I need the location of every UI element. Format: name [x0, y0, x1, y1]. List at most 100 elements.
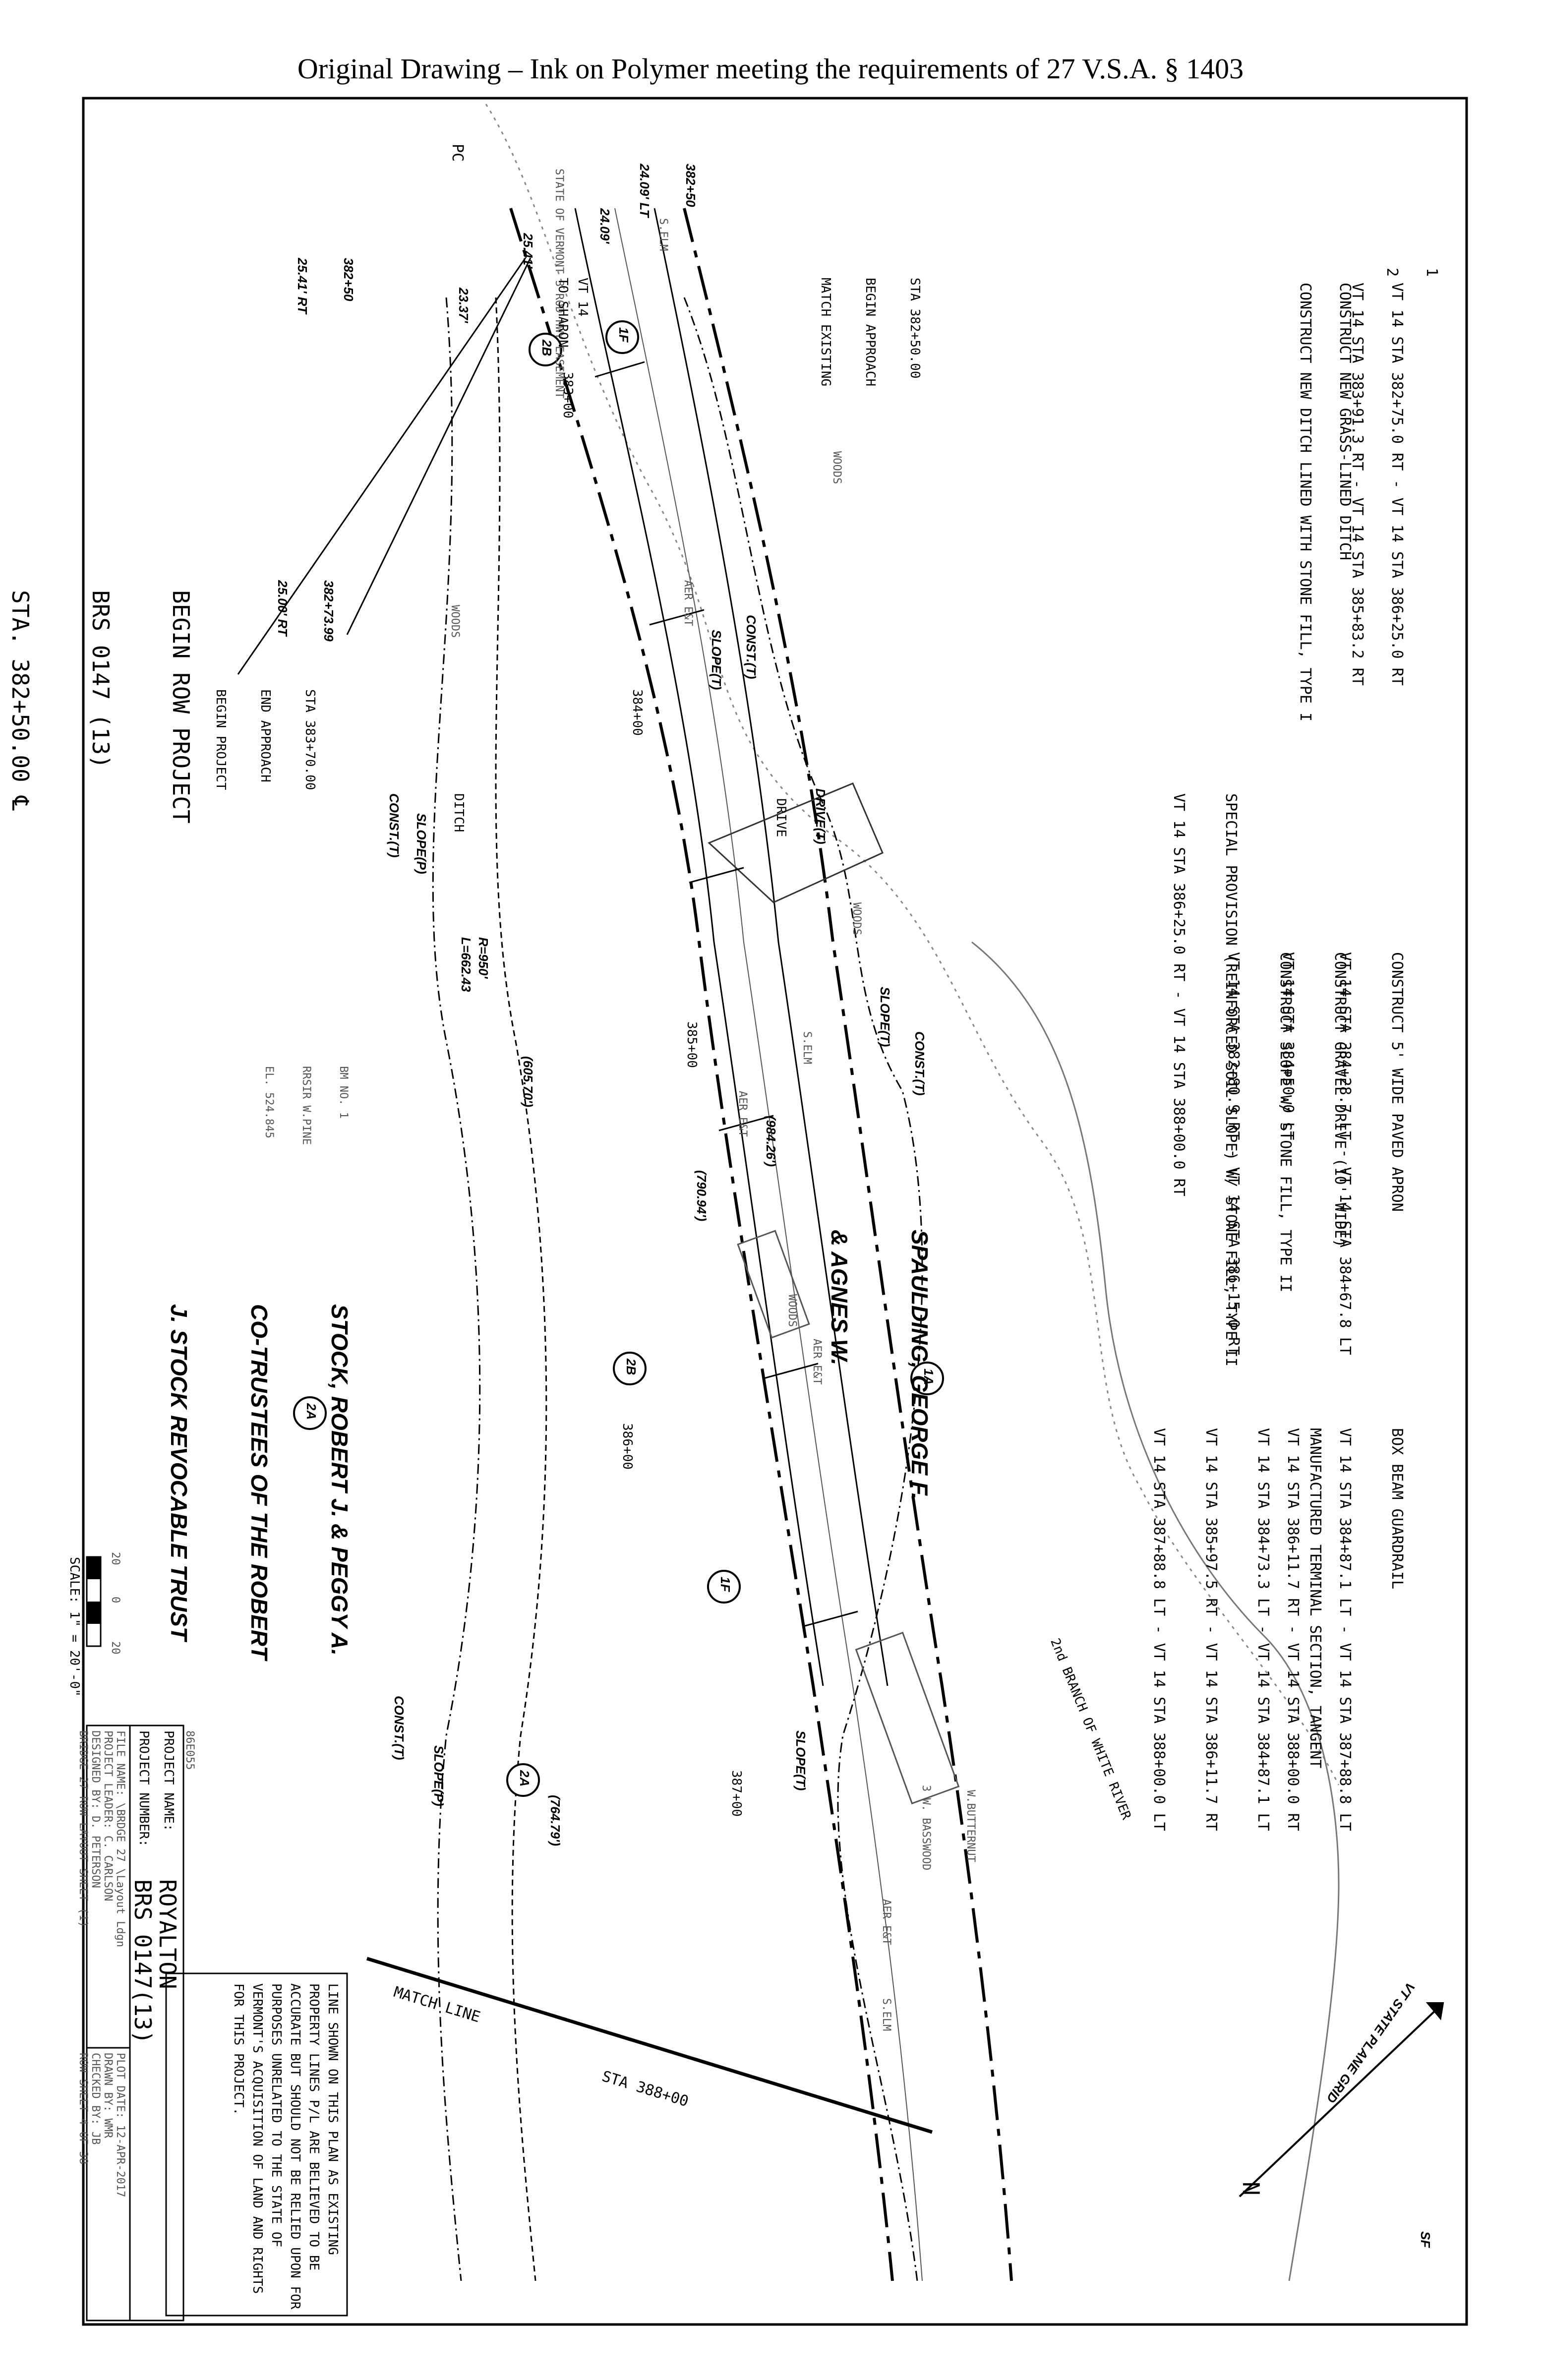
road-edge-right-outer [683, 208, 1013, 2281]
tb-file-name: FILE NAME: \BRDGE 27 \Layout Ldgn [114, 1730, 126, 1948]
scale-tick-0: 0 [109, 1597, 121, 1604]
badge-circle-1f-a [605, 320, 639, 354]
tb-project-name: ROYALTON [154, 1879, 181, 1989]
note-2-line2: CONSTRUCT NEW DITCH LINED WITH STONE FIL… [1297, 283, 1314, 722]
slope-p-label-2: SLOPE(P) [431, 1745, 446, 1806]
tb-project-name-label: PROJECT NAME: [161, 1730, 176, 1832]
woods-label-3: WOODS [850, 902, 863, 936]
parcel-stock: STOCK, ROBERT J. & PEGGY A. CO-TRUSTEES … [139, 1304, 407, 1660]
scale-bar [86, 1556, 102, 1647]
begin-approach-text: BEGIN APPROACH [863, 278, 878, 387]
road-edge-left-outer [509, 208, 894, 2281]
leader-line-382-73 [346, 257, 532, 635]
disclaimer-box [165, 1972, 348, 2317]
structure-hatch-2 [855, 1631, 960, 1805]
scale-label: SCALE: 1" = 20'-0" [67, 1557, 82, 1697]
begin-row-line3: STA. 382+50.00 ℄ [7, 590, 34, 811]
drawing-header: Original Drawing – Ink on Polymer meetin… [297, 53, 1244, 85]
sheet-border [82, 97, 1468, 2326]
sta-382-50-label: STA 382+50.00 [907, 278, 922, 379]
leader-line-begin-row [237, 257, 527, 675]
badge-circle-2b-b [613, 1352, 647, 1385]
tb-sheet-title: BRIDGE 27 ROW LAYOUT SHEET (1) [77, 1730, 89, 1928]
slope-t-label-1: SLOPE(T) [709, 630, 724, 690]
badge-circle-2a [293, 1396, 327, 1430]
const-t-label-1: CONST.(T) [744, 615, 759, 679]
badge-2b-b: 2B [624, 1359, 639, 1375]
slope-title: CONSTRUCT SLOPE W/ STONE FILL, TYPE II [1277, 952, 1294, 1293]
tb-plot-date: PLOT DATE: 12-APR-2017 [114, 2053, 126, 2198]
pt-382-73-sta: 382+73.99 [321, 580, 336, 642]
badge-circle-2b-a [529, 333, 562, 366]
roadway [509, 208, 1013, 2281]
selm-label-3: S.ELM [880, 1998, 892, 2031]
selm-label-1: S.ELM [657, 218, 669, 251]
badge-2a-b: 2A [517, 1770, 532, 1787]
north-label: N [1238, 2182, 1264, 2196]
apron-title: CONSTRUCT 5' WIDE PAVED APRON [1388, 952, 1406, 1212]
parcel-badges [293, 320, 944, 1797]
guardrail-title: BOX BEAM GUARDRAIL [1388, 1428, 1406, 1590]
bm-label: BM NO. 1 RRSIR W.PINE EL. 524.845 [250, 1066, 374, 1145]
drive-t-label: DRIVE(T) [813, 788, 828, 844]
sta-384-label: 384+00 [630, 689, 645, 736]
pt-382-73: 382+73.99 25.00' RT [259, 580, 367, 642]
badge-circle-1a [910, 1362, 944, 1395]
slope-t-label-2: SLOPE(T) [878, 987, 892, 1047]
sf-label: SF [1418, 2231, 1433, 2248]
badge-1f-a: 1F [616, 327, 631, 343]
terminal-sta2: VT 14 STA 385+97.5 RT - VT 14 STA 386+11… [1202, 1428, 1220, 1831]
ditch-label: DITCH [451, 793, 466, 833]
pt-382-50-lt: 382+50 24.09' LT [621, 164, 729, 217]
centerline [614, 208, 923, 2281]
spaulding-line2: & AGNES W. [827, 1230, 852, 1366]
dist-605-label: (605.70') [521, 1056, 535, 1108]
dist-764-label: (764.79') [548, 1795, 563, 1846]
const-line-left [432, 297, 481, 2281]
dist-790-label: (790.94') [694, 1170, 709, 1222]
dim-23-37: 23.37' [456, 288, 471, 323]
tb-project-number: BRS 0147(13) [129, 1879, 156, 2044]
begin-row-label: BEGIN ROW PROJECT BRS 0147 (13) STA. 382… [0, 590, 248, 824]
const-t-label-3: CONST.(T) [912, 1031, 927, 1096]
north-arrow [1239, 2002, 1444, 2198]
terminal-title: MANUFACTURED TERMINAL SECTION, TANGENT [1306, 1428, 1324, 1769]
bm-line3: EL. 524.845 [263, 1066, 275, 1138]
sta-385-label: 385+00 [684, 1021, 699, 1068]
terminal-note: MANUFACTURED TERMINAL SECTION, TANGENT V… [1133, 1428, 1359, 1831]
stock-line1: STOCK, ROBERT J. & PEGGY A. [327, 1304, 353, 1656]
road-edge-right [653, 208, 889, 1686]
terminal-sta1: VT 14 STA 384+73.3 LT - VT 14 STA 384+87… [1254, 1428, 1272, 1831]
dim-24-09: 24.09' [597, 208, 612, 244]
tb-project-leader: PROJECT LEADER: C. CARLSON [102, 1730, 114, 1902]
drive-outline [708, 782, 884, 903]
sta-387-label: 387+00 [729, 1770, 744, 1817]
vt14-label: VT 14 [575, 278, 590, 317]
structure-hatch-1 [737, 1230, 810, 1339]
begin-row-line2: BRS 0147 (13) [87, 590, 114, 769]
tb-drawn-by: DRAWN BY: WMR [102, 2053, 114, 2139]
curve-r-label: R=950' [476, 937, 491, 979]
end-approach-text: END APPROACH [258, 689, 273, 782]
badge-1f-b: 1F [718, 1577, 733, 1592]
sta-383-70-label: STA 383+70.00 [302, 689, 317, 790]
selm-label-2: S.ELM [801, 1031, 813, 1065]
gravel-title: CONSTRUCT GRAVEL DRIVE (10' WIDE) [1331, 952, 1349, 1248]
aer-et-label-1: AER E&T [682, 580, 694, 626]
pt-rt-sta: 382+50 [341, 258, 356, 301]
scale-tick-20b: 20 [109, 1641, 121, 1655]
badge-circle-2a-b [506, 1763, 540, 1797]
special-note: SPECIAL PROVISION (REINFORCED SOIL SLOPE… [1153, 793, 1274, 1367]
const-line-right [683, 297, 923, 2281]
special-sta: VT 14 STA 386+25.0 RT - VT 14 STA 388+00… [1170, 793, 1187, 1196]
woods-label-1: WOODS [830, 451, 843, 484]
curve-l-label: L=662.43 [459, 937, 474, 992]
spaulding-line1: SPAULDING, GEORGE F. [907, 1230, 933, 1499]
road-edge-left [574, 208, 824, 1686]
tb-row-sheet: ROW SHEET 4 OF 38 [77, 2053, 89, 2165]
stock-line3: J. STOCK REVOCABLE TRUST [166, 1304, 192, 1641]
special-title: SPECIAL PROVISION (REINFORCED SOIL SLOPE… [1222, 793, 1240, 1367]
dist-984-label: (984.26') [764, 1116, 778, 1167]
const-t-label-2: CONST.(T) [387, 793, 402, 858]
